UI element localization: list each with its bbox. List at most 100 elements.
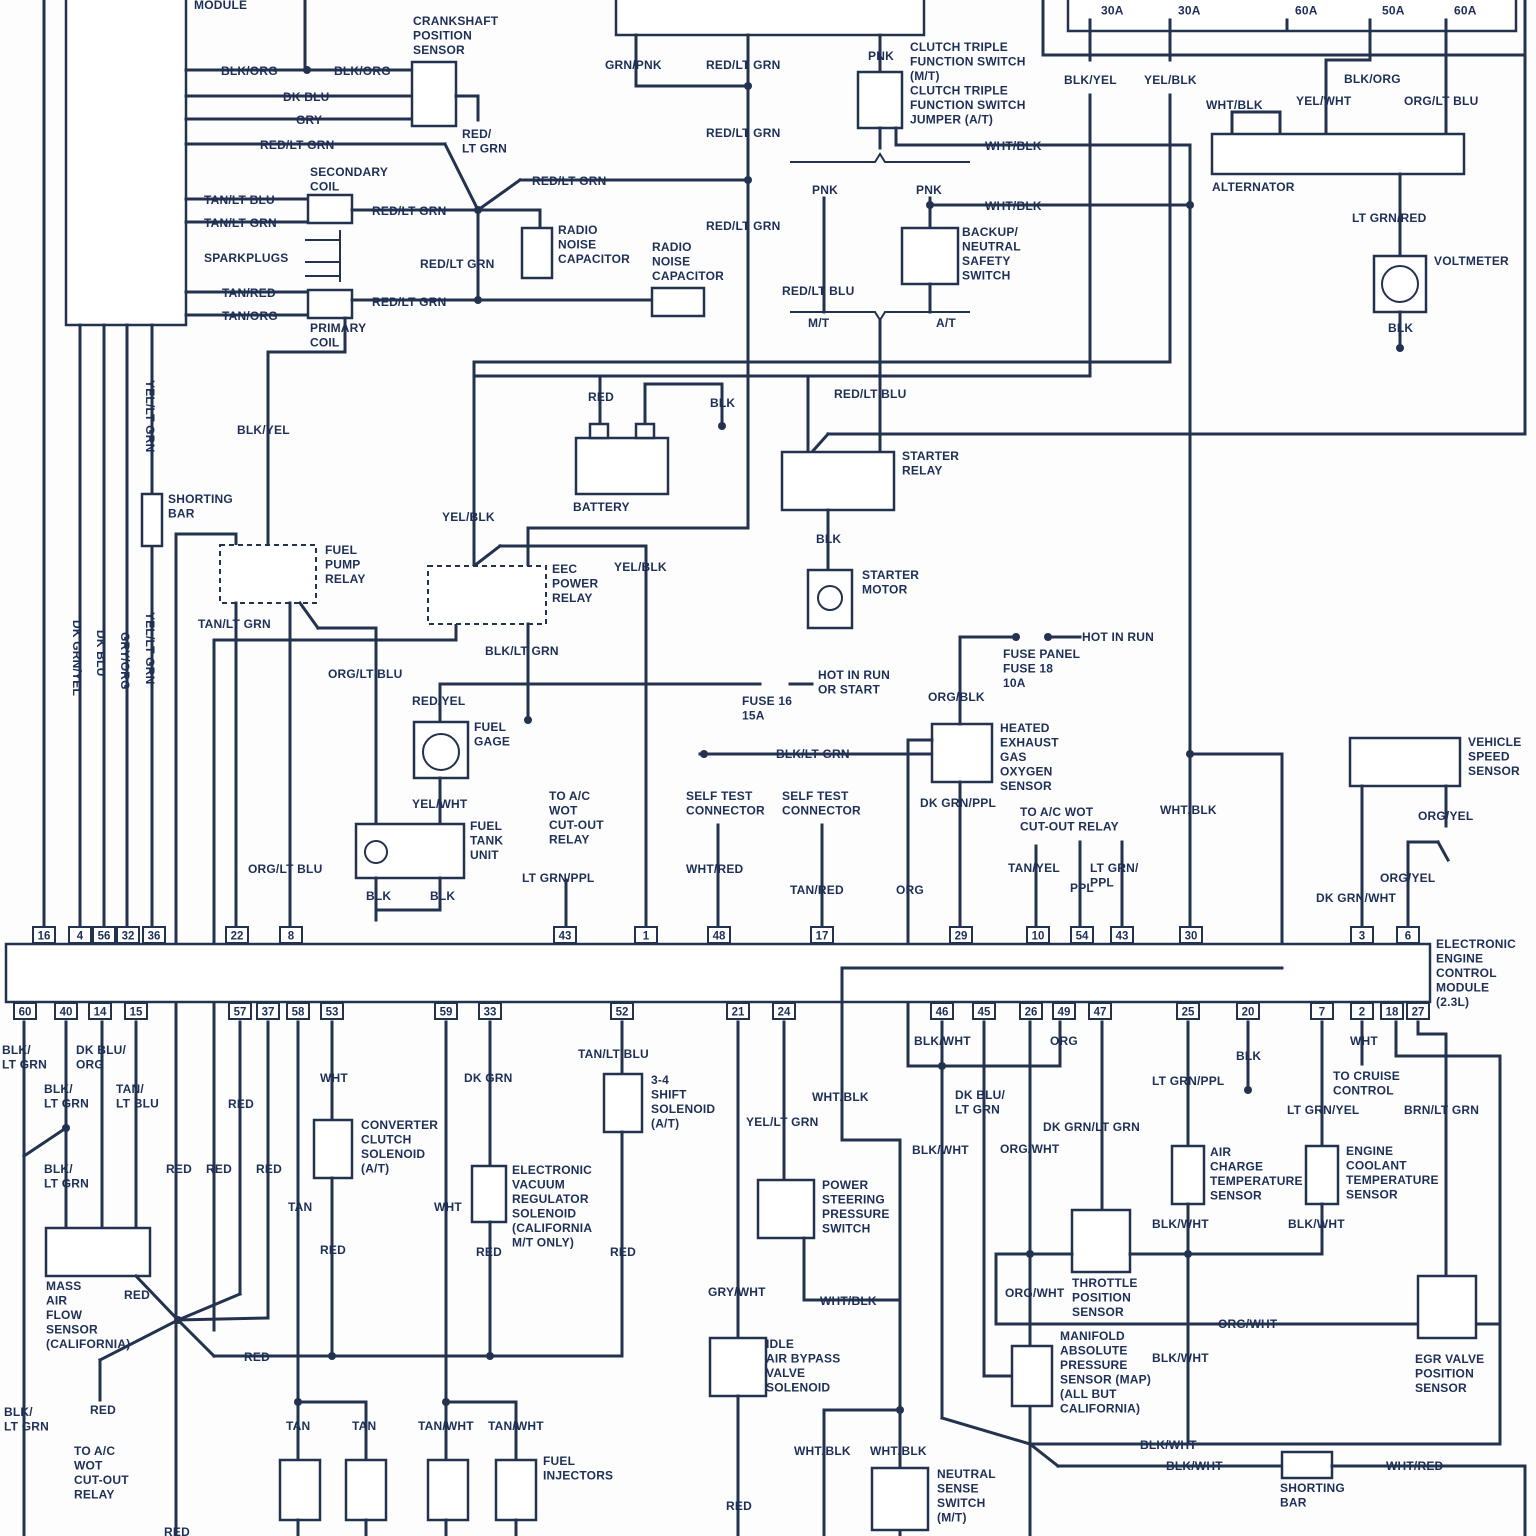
svg-text:17: 17: [816, 931, 829, 943]
wht-blk-label: WHT/BLK: [1206, 98, 1263, 112]
svg-text:20: 20: [1242, 1007, 1255, 1019]
eec-bottom-pin-15: 15: [124, 1002, 148, 1020]
fuse-8-label: FUSE 860A: [1454, 0, 1497, 18]
blk-wht-label: BLK/WHT: [912, 1143, 969, 1157]
yel-blk-label: YEL/BLK: [442, 510, 495, 524]
blk-wht-label: BLK/WHT: [1166, 1459, 1223, 1473]
crankshaft-position-sensor: [410, 60, 458, 128]
shorting-bar: [140, 492, 164, 548]
secondary-coil: [306, 193, 354, 225]
blk-label: BLK: [710, 396, 735, 410]
yel-lt-grn-label: YEL/LT GRN: [143, 380, 157, 452]
eec-top-pin-3: 3: [1350, 926, 1374, 944]
dk-blu-label: DK BLU: [94, 630, 108, 677]
grn-pnk-label: GRN/PNK: [605, 58, 662, 72]
eec-top-pin-4: 4: [68, 926, 92, 944]
blk-label: BLK: [1388, 321, 1413, 335]
eec-top-pin-16: 16: [32, 926, 56, 944]
svg-text:58: 58: [292, 1007, 305, 1019]
org-label: ORG: [1050, 1034, 1078, 1048]
blk-org-label: BLK/ORG: [334, 64, 391, 78]
mt-label: M/T: [808, 316, 830, 330]
wht-blk-label: WHT/BLK: [794, 1444, 851, 1458]
yel-wht-label: YEL/WHT: [1296, 94, 1352, 108]
blk-lt-grn-label: BLK/LT GRN: [2, 1043, 47, 1072]
svg-text:16: 16: [38, 931, 51, 943]
svg-text:32: 32: [122, 931, 135, 943]
tan-red-label: TAN/RED: [222, 286, 276, 300]
throttle-position-sensor: [1070, 1208, 1132, 1274]
eec-bottom-pin-27: 27: [1406, 1002, 1430, 1020]
wht-label: WHT: [320, 1071, 348, 1085]
red-label: RED: [124, 1288, 150, 1302]
hego-sensor: [930, 722, 994, 784]
eec-bottom-pin-45: 45: [972, 1002, 996, 1020]
vehicle-speed-sensor: [1348, 736, 1462, 788]
fuel-injector-2: [344, 1458, 388, 1522]
fuel-injector-4: [494, 1458, 538, 1522]
svg-text:27: 27: [1412, 1007, 1425, 1019]
shift-solenoid: [602, 1072, 644, 1134]
red-label: RED: [320, 1243, 346, 1257]
svg-text:18: 18: [1386, 1007, 1399, 1019]
tan-lt-blu-label: TAN/LT BLU: [116, 1082, 159, 1111]
module-label: MODULE: [194, 0, 247, 12]
engine-coolant-temperature-sensor: [1304, 1144, 1340, 1206]
tan-lt-blu-label: TAN/LT BLU: [578, 1047, 649, 1061]
tan-label: TAN: [352, 1419, 376, 1433]
org-lt-blu-label: ORG/LT BLU: [1404, 94, 1478, 108]
alternator-label: ALTERNATOR: [1212, 180, 1295, 194]
yel-lt-grn-label: YEL/LT GRN: [746, 1115, 818, 1129]
svg-text:8: 8: [288, 931, 295, 943]
blk-lt-grn-label: BLK/LT GRN: [4, 1405, 49, 1434]
eec-bottom-pin-18: 18: [1380, 1002, 1404, 1020]
eec-bottom-pin-46: 46: [930, 1002, 954, 1020]
svg-text:1: 1: [643, 931, 650, 943]
radio-noise-capacitor-2: [650, 286, 706, 318]
fuse-4-label: FUSE 450A: [1382, 0, 1425, 18]
dk-grn-lt-grn-label: DK GRN/LT GRN: [1043, 1120, 1140, 1134]
red-lt-grn-label: RED/LT GRN: [260, 138, 334, 152]
svg-text:29: 29: [955, 931, 968, 943]
dk-blu-label: DK BLU: [283, 90, 330, 104]
wht-blk-label: WHT/BLK: [812, 1090, 869, 1104]
eec-top-pin-22: 22: [225, 926, 249, 944]
wht-blk-label: WHT/BLK: [1160, 803, 1217, 817]
dk-blu-org-label: DK BLU/ORG: [76, 1043, 127, 1072]
svg-text:48: 48: [713, 931, 726, 943]
eec-bottom-pin-21: 21: [726, 1002, 750, 1020]
red-label: RED: [256, 1162, 282, 1176]
neutral-sense-switch: [870, 1466, 930, 1532]
svg-text:2: 2: [1359, 1007, 1365, 1019]
org-wht-label: ORG/WHT: [1005, 1286, 1065, 1300]
map-sensor: [1010, 1344, 1054, 1408]
eec-bottom-pin-20: 20: [1236, 1002, 1260, 1020]
wht-red-label: WHT/RED: [1386, 1459, 1444, 1473]
egr-valve-position-sensor: [1416, 1274, 1478, 1340]
tan-org-label: TAN/ORG: [222, 309, 278, 323]
org-yel-label: ORG/YEL: [1380, 871, 1435, 885]
red-label: RED: [90, 1403, 116, 1417]
eec-top-pin-56: 56: [92, 926, 116, 944]
ppl-label: PPL: [1070, 881, 1094, 895]
red-lt-grn-label: RED/LT GRN: [706, 219, 780, 233]
svg-text:30: 30: [1185, 931, 1198, 943]
dk-grn-wht-label: DK GRN/WHT: [1316, 891, 1396, 905]
blk-wht-label: BLK/WHT: [914, 1034, 971, 1048]
wht-blk-label: WHT/BLK: [820, 1294, 877, 1308]
svg-text:47: 47: [1094, 1007, 1107, 1019]
